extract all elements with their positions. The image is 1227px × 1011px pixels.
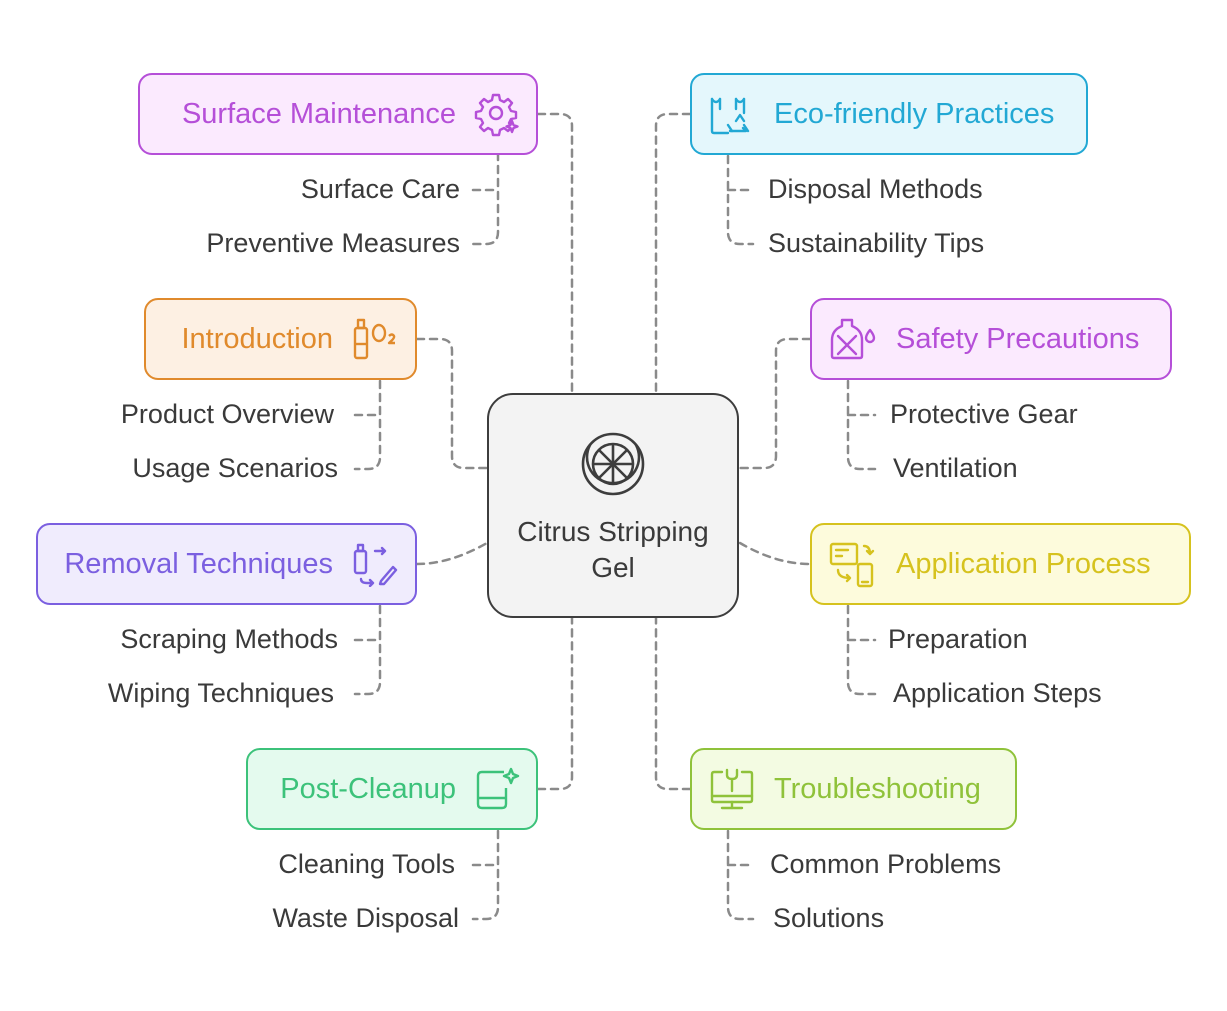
topic-label: Removal Techniques: [64, 547, 333, 580]
subtopic-sustainability-tips: Sustainability Tips: [768, 228, 985, 258]
subtopic-wiping-techniques: Wiping Techniques: [107, 678, 334, 708]
topic-label: Troubleshooting: [774, 772, 981, 805]
subtopic-waste-disposal: Waste Disposal: [272, 903, 459, 933]
connector-introduction: [415, 337, 489, 470]
tablet-sparkle-icon: [474, 766, 520, 812]
hazard-bottle-icon: [828, 316, 878, 362]
topic-surface-maintenance[interactable]: Surface Maintenance: [138, 73, 538, 155]
topic-label: Surface Maintenance: [181, 97, 456, 130]
subtopic-protective-gear: Protective Gear: [890, 399, 1078, 429]
connector-eco-friendly: [654, 112, 692, 395]
subtopic-application-steps: Application Steps: [893, 678, 1102, 708]
topic-application-process[interactable]: Application Process: [810, 523, 1191, 605]
topic-safety-precautions[interactable]: Safety Precautions: [810, 298, 1172, 380]
connector-post-cleanup: [536, 616, 574, 791]
connector-surface-maintenance: [536, 112, 574, 395]
topic-troubleshooting[interactable]: Troubleshooting: [690, 748, 1017, 830]
monitor-wrench-icon: [708, 766, 756, 812]
connector-troubleshooting: [654, 616, 692, 791]
topic-label: Eco-friendly Practices: [774, 97, 1055, 130]
topic-label: Application Process: [896, 547, 1151, 580]
subtopic-preventive-measures: Preventive Measures: [206, 228, 460, 258]
topic-removal-techniques[interactable]: Removal Techniques: [36, 523, 417, 605]
connector-safety: [738, 337, 812, 470]
bottle-transfer-icon: [351, 541, 399, 587]
topic-label: Post-Cleanup: [280, 772, 456, 805]
recycle-bag-icon: [708, 91, 756, 137]
connector-removal: [415, 541, 489, 566]
topic-eco-friendly-practices[interactable]: Eco-friendly Practices: [690, 73, 1088, 155]
topic-post-cleanup[interactable]: Post-Cleanup: [246, 748, 538, 830]
subtopic-ventilation: Ventilation: [893, 453, 1018, 483]
central-topic-title: Citrus Stripping Gel: [517, 516, 709, 583]
topic-introduction[interactable]: Introduction: [144, 298, 417, 380]
topic-label: Introduction: [181, 322, 333, 355]
gear-sparkle-icon: [474, 91, 520, 137]
subtopic-cleaning-tools: Cleaning Tools: [278, 849, 455, 879]
subtopic-surface-care: Surface Care: [300, 174, 460, 204]
central-topic: Citrus Stripping Gel: [487, 393, 739, 618]
connector-application: [738, 541, 812, 566]
subtopic-product-overview: Product Overview: [120, 399, 334, 429]
citrus-slice-icon: [580, 431, 646, 502]
device-transfer-icon: [828, 540, 878, 588]
subtopic-usage-scenarios: Usage Scenarios: [132, 453, 338, 483]
subtopic-scraping-methods: Scraping Methods: [120, 624, 338, 654]
bottle-o2-icon: [351, 316, 399, 362]
subtopic-disposal-methods: Disposal Methods: [768, 174, 983, 204]
subtopic-preparation: Preparation: [888, 624, 1028, 654]
subtopic-common-problems: Common Problems: [770, 849, 1002, 879]
topic-label: Safety Precautions: [896, 322, 1140, 355]
subtopic-solutions: Solutions: [773, 903, 885, 933]
